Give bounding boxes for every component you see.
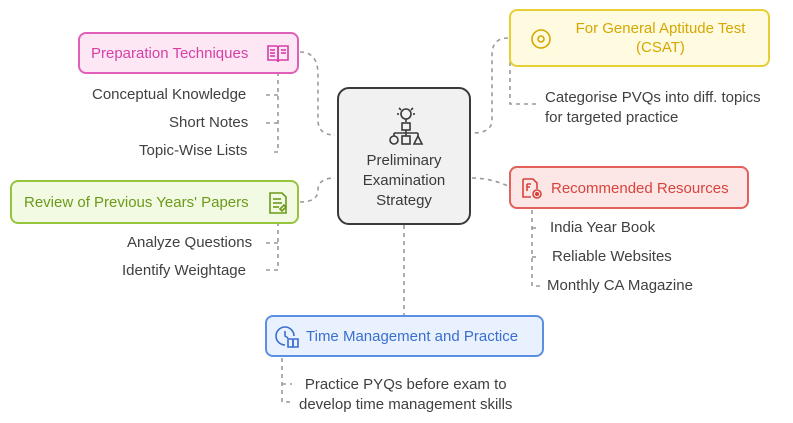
target-icon [531,29,551,49]
csat-title-line-1: For General Aptitude Test [575,20,746,37]
center-line-3: Strategy [376,192,432,209]
preparation-title: Preparation Techniques [91,45,249,62]
clock-book-icon [275,326,299,348]
center-line-2: Examination [362,172,446,189]
resources-title: Recommended Resources [551,180,729,197]
csat-node: For General Aptitude Test (CSAT) [509,9,770,67]
book-icon [267,45,289,63]
resources-item-1: India Year Book [550,219,656,236]
review-item-2: Identify Weightage [122,262,246,279]
resources-node: Recommended Resources [509,166,749,209]
review-node: Review of Previous Years' Papers [10,180,299,224]
preparation-item-1: Conceptual Knowledge [92,86,247,103]
resources-item-2: Reliable Websites [552,248,672,265]
preparation-item-3: Topic-Wise Lists [139,142,248,159]
csat-note-line-2: for targeted practice [545,109,679,126]
csat-note-line-1: Categorise PVQs into diff. topics [545,89,761,106]
time-title: Time Management and Practice [306,328,519,345]
review-item-1: Analyze Questions [127,234,253,251]
center-line-1: Preliminary [366,152,442,169]
time-node: Time Management and Practice [265,315,544,357]
preparation-node: Preparation Techniques [78,32,299,74]
strategy-icon [389,107,424,145]
center-node: Preliminary Examination Strategy [337,87,471,225]
resources-item-3: Monthly CA Magazine [547,277,693,294]
time-note-line-2: develop time management skills [299,396,513,413]
resource-icon [522,178,542,199]
document-icon [269,192,288,214]
time-note-line-1: Practice PYQs before exam to [304,376,507,393]
csat-title-line-2: (CSAT) [636,39,685,56]
review-title: Review of Previous Years' Papers [24,194,249,211]
preparation-item-2: Short Notes [169,114,249,131]
